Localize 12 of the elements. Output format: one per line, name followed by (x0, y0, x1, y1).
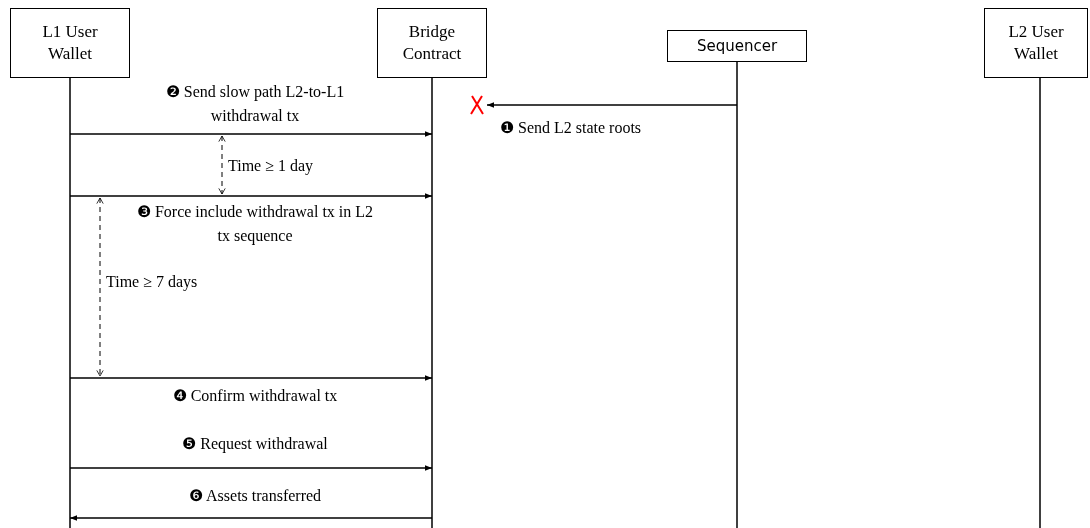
arrow (69, 465, 433, 471)
arrow (69, 515, 433, 521)
arrow (69, 131, 433, 137)
participant-box: Bridge Contract (377, 8, 487, 78)
arrow (69, 193, 433, 199)
participant-box: L1 User Wallet (10, 8, 130, 78)
arrow (69, 375, 433, 381)
interval-label: Time ≥ 7 days (106, 272, 198, 293)
interval-label: Time ≥ 1 day (228, 156, 314, 177)
arrow (486, 102, 738, 108)
participant-box: L2 User Wallet (984, 8, 1088, 78)
participant-box: Sequencer (667, 30, 807, 62)
